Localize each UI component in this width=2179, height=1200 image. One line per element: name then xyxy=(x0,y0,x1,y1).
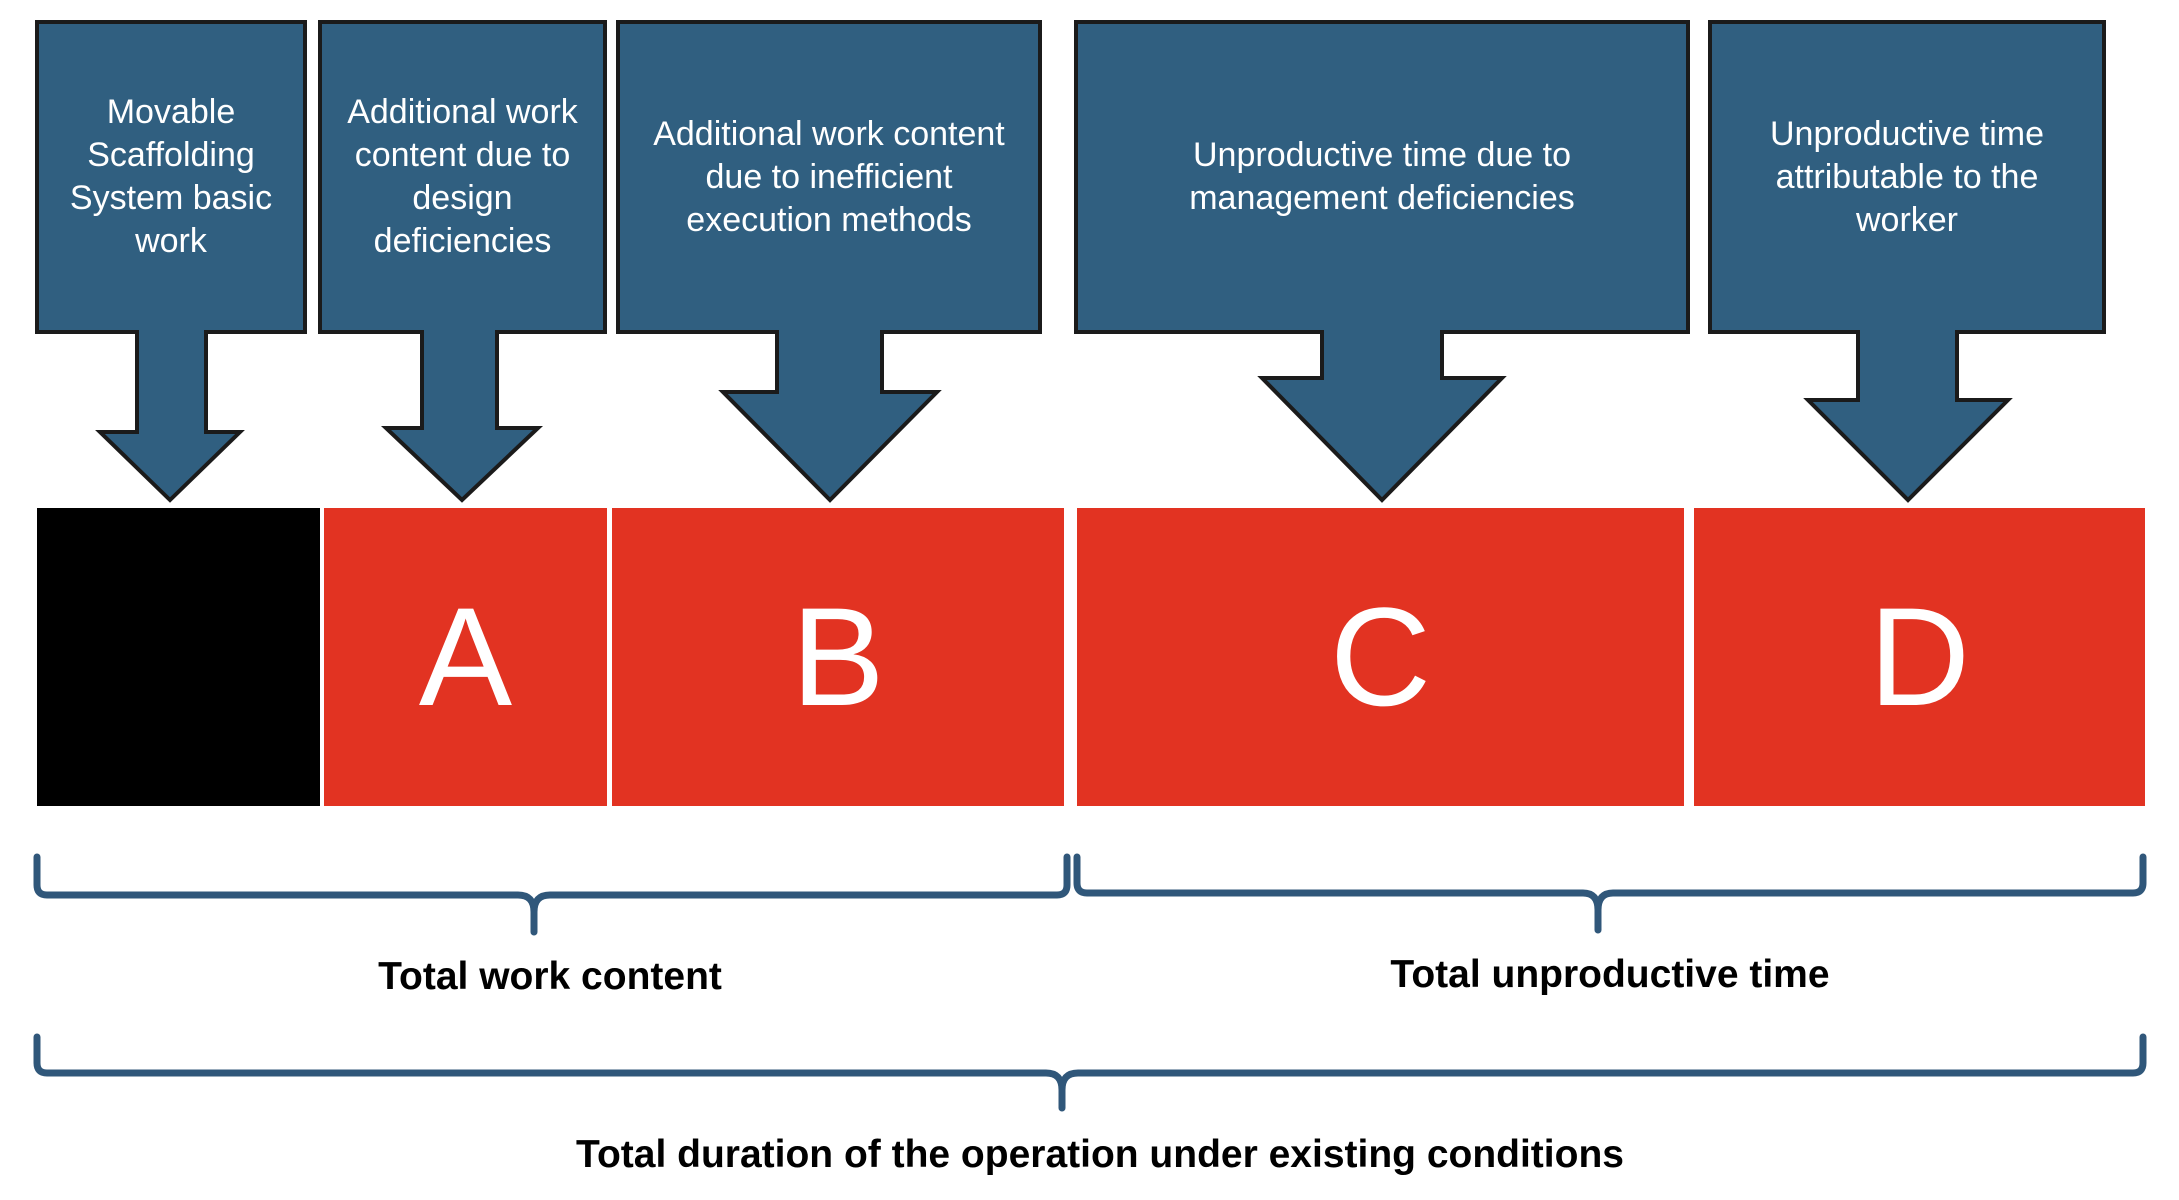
segment-label-basic-work xyxy=(37,508,320,806)
segment-d xyxy=(1694,508,2145,806)
callout-arrow-basic-work xyxy=(35,20,307,503)
segment-basic-work xyxy=(37,508,320,806)
callout-text-inefficient-methods: Additional work content due to inefficie… xyxy=(653,114,1005,239)
brace-label-total-unproductive-time: Total unproductive time xyxy=(1390,953,1830,996)
brace-total-unproductive-time xyxy=(1073,853,2147,934)
callout-text-basic-work: Movable Scaffolding System basic work xyxy=(69,93,273,260)
brace-label-total-work-content: Total work content xyxy=(378,955,722,998)
segment-label-d: D xyxy=(1868,578,1971,735)
brace-total-duration xyxy=(33,1033,2147,1112)
brace-total-work-content xyxy=(33,853,1071,936)
callout-arrow-worker-attributable xyxy=(1708,20,2106,503)
callout-text-management-deficiencies: Unproductive time due to management defi… xyxy=(1189,136,1575,217)
brace-label-total-duration: Total duration of the operation under ex… xyxy=(576,1133,1624,1176)
callout-arrow-design-deficiencies xyxy=(318,20,607,503)
callout-text-worker-attributable: Unproductive time attributable to the wo… xyxy=(1769,114,2044,239)
callout-arrow-inefficient-methods xyxy=(616,20,1042,503)
segment-label-c: C xyxy=(1329,578,1432,735)
segment-c xyxy=(1077,508,1684,806)
segment-label-b: B xyxy=(791,578,885,735)
segment-b xyxy=(612,508,1064,806)
callout-arrow-management-deficiencies xyxy=(1074,20,1690,503)
segment-label-a: A xyxy=(418,578,513,735)
callout-text-design-deficiencies: Additional work content due to design de… xyxy=(347,93,578,260)
segment-a xyxy=(324,508,607,806)
